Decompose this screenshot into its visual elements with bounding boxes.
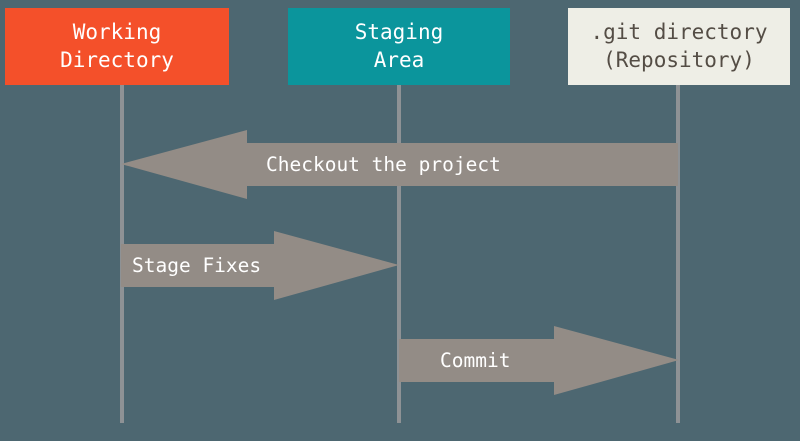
- node-working-directory-label: Working Directory: [60, 19, 174, 72]
- arrow-checkout: [121, 130, 678, 199]
- arrow-label-checkout: Checkout the project: [266, 153, 501, 176]
- arrow-label-commit: Commit: [440, 349, 511, 372]
- arrow-stage-fixes: [121, 231, 399, 300]
- node-staging-area-label: Staging Area: [354, 19, 444, 72]
- node-staging-area: Staging Area: [288, 8, 510, 85]
- node-working-directory: Working Directory: [5, 8, 229, 85]
- lifeline-git-directory: [676, 85, 680, 423]
- node-git-directory: .git directory (Repository): [568, 8, 790, 85]
- arrow-label-stage-fixes: Stage Fixes: [132, 254, 262, 277]
- node-git-directory-label: .git directory (Repository): [590, 19, 768, 72]
- lifeline-staging-area: [397, 85, 401, 423]
- arrow-commit: [399, 326, 679, 395]
